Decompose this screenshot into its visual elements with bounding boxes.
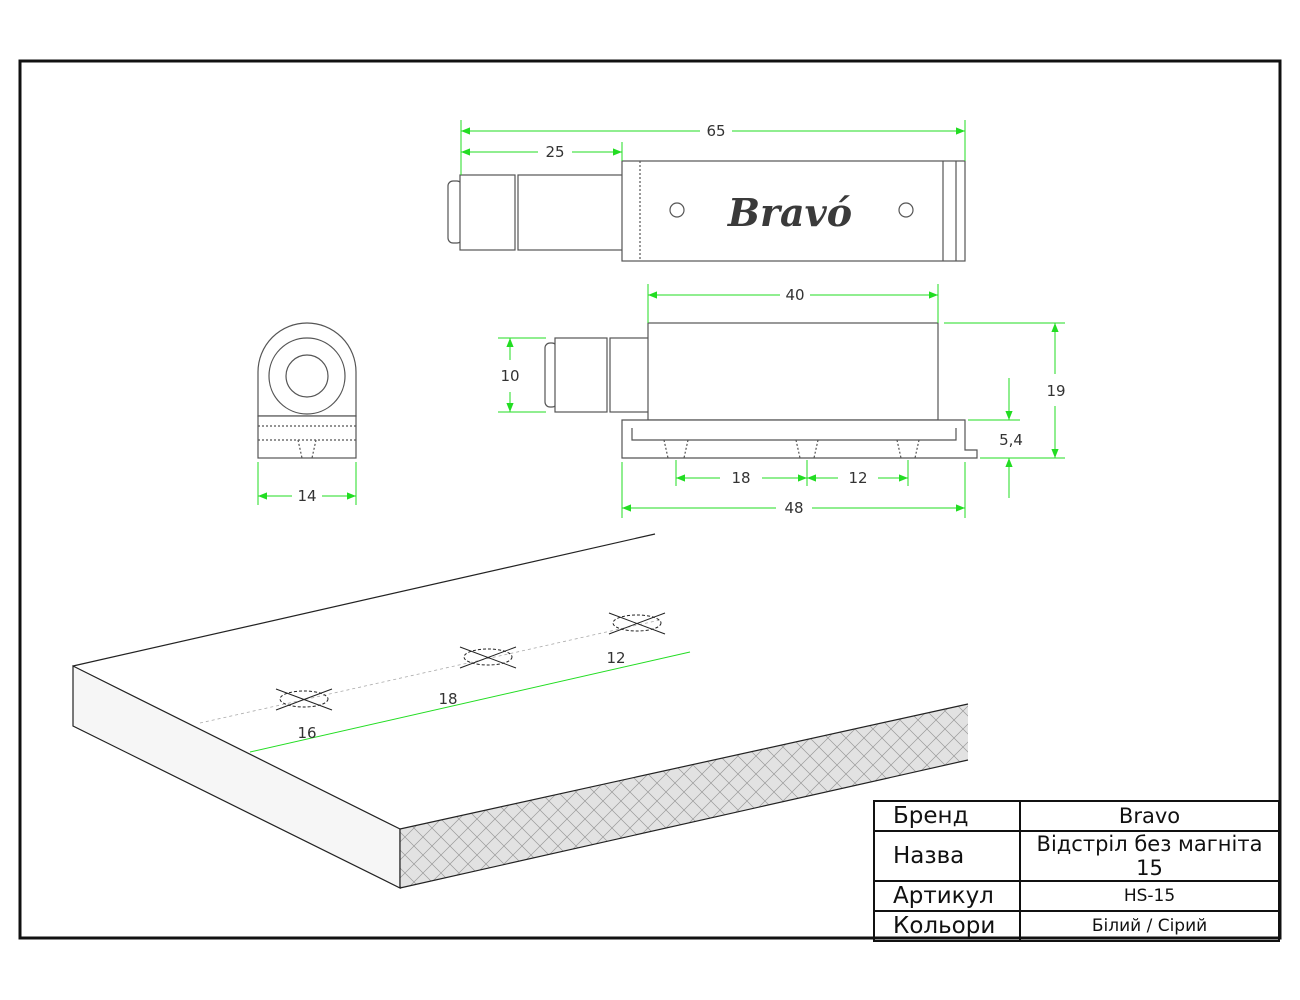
brand-value: Bravo xyxy=(1019,800,1280,832)
side-view xyxy=(544,322,978,459)
hole-mark-2 xyxy=(459,646,517,669)
top-view xyxy=(447,160,966,262)
screw-hole-left xyxy=(669,202,685,218)
dim-label-25: 25 xyxy=(545,143,564,161)
article-value: HS-15 xyxy=(1019,880,1280,912)
dim-label-14: 14 xyxy=(297,487,316,505)
name-label: Назва xyxy=(873,830,1021,882)
dim-label-19: 19 xyxy=(1046,382,1065,400)
board-edge-top-line xyxy=(399,703,969,830)
board-top-edge-back xyxy=(72,533,656,667)
hole-mark-3 xyxy=(608,612,666,635)
title-row-brand: Бренд Bravo xyxy=(873,800,1280,832)
colors-label: Кольори xyxy=(873,910,1021,942)
board-mark-12: 12 xyxy=(606,649,625,667)
name-value: Відстріл без магніта 15 xyxy=(1019,830,1280,882)
dim-label-12: 12 xyxy=(848,469,867,487)
board-top-face xyxy=(73,534,968,829)
hole-mark-1 xyxy=(275,688,333,711)
screw-hole-right xyxy=(898,202,914,218)
board-mark-18: 18 xyxy=(438,690,457,708)
side-body xyxy=(647,322,939,421)
board-edge-hatch xyxy=(400,704,968,888)
dim-label-18: 18 xyxy=(731,469,750,487)
top-view-dimensions xyxy=(460,120,966,175)
side-base-foot-2 xyxy=(795,439,819,459)
end-view xyxy=(257,322,357,459)
brand-logo: Bravó xyxy=(727,190,852,235)
board-edge-bottom-line xyxy=(399,759,969,889)
colors-value: Білий / Сірий xyxy=(1019,910,1280,942)
board-mark-16: 16 xyxy=(297,724,316,742)
dim-label-48: 48 xyxy=(784,499,803,517)
side-base-foot-1 xyxy=(663,439,689,459)
dim-label-5-4: 5,4 xyxy=(999,431,1023,449)
board-markings xyxy=(199,612,691,753)
side-plunger-head xyxy=(554,337,608,413)
end-view-dimensions xyxy=(257,462,357,505)
board-dim-line xyxy=(249,651,691,753)
title-block: Бренд Bravo Назва Відстріл без магніта 1… xyxy=(873,800,1280,942)
board-centre-line xyxy=(199,619,661,724)
end-view-foot xyxy=(297,439,317,459)
dim-label-10: 10 xyxy=(500,367,519,385)
title-row-colors: Кольори Білий / Сірий xyxy=(873,910,1280,942)
brand-label: Бренд xyxy=(873,800,1021,832)
top-plunger-head xyxy=(459,174,516,251)
title-row-name: Назва Відстріл без магніта 15 xyxy=(873,830,1280,882)
side-plunger-shaft xyxy=(609,337,651,413)
article-label: Артикул xyxy=(873,880,1021,912)
dim-label-40: 40 xyxy=(785,286,804,304)
drawing-frame xyxy=(18,59,1282,940)
top-plunger-shaft xyxy=(517,174,624,251)
board-iso xyxy=(72,533,969,889)
side-base-rail xyxy=(621,419,978,459)
side-base-foot-3 xyxy=(896,439,920,459)
side-base-inner xyxy=(631,428,957,441)
end-view-base xyxy=(257,415,357,459)
dim-label-65: 65 xyxy=(706,122,725,140)
title-row-article: Артикул HS-15 xyxy=(873,880,1280,912)
end-view-inner-ring xyxy=(285,354,329,398)
side-view-dimensions xyxy=(498,284,1065,518)
